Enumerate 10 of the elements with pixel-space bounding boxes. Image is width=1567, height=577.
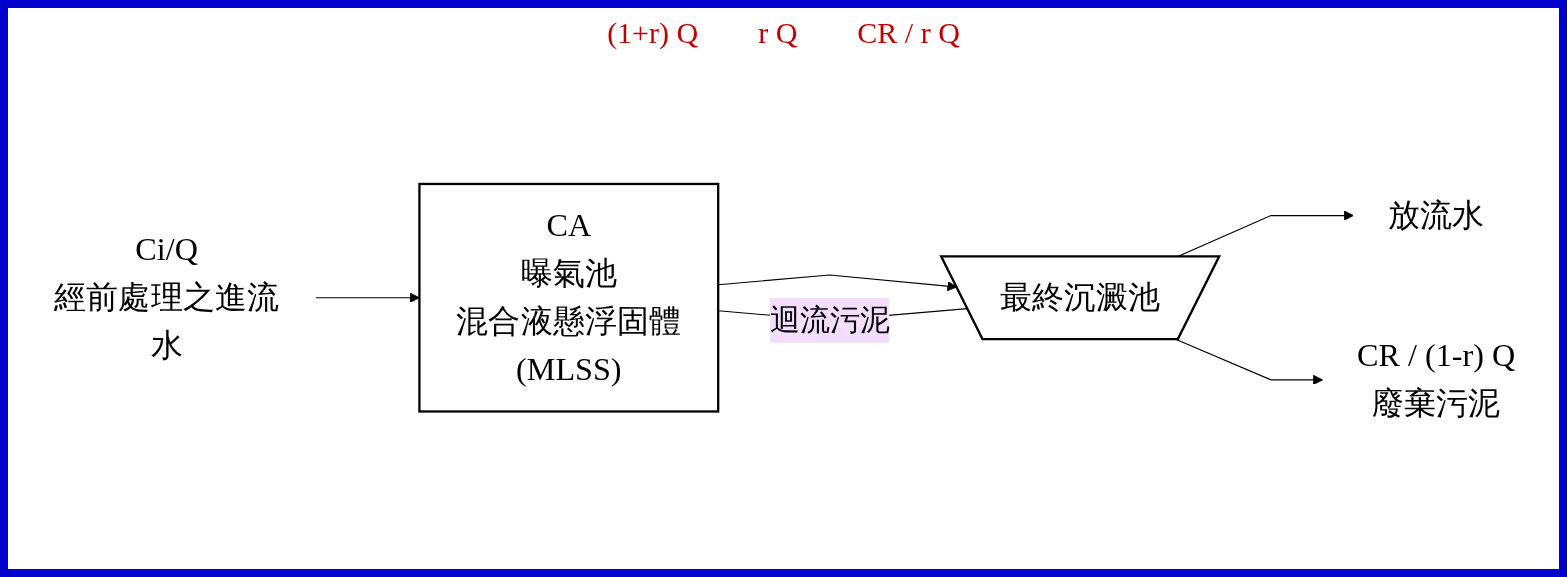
- flow-label: (1+r) Q: [607, 16, 699, 50]
- node-text: Ci/Q 經前處理之進流水: [54, 230, 280, 363]
- node-box: CA 曝氣池 混合液懸浮固體(MLSS): [418, 182, 720, 413]
- flow-label: CR / r Q: [857, 16, 960, 50]
- flow-label: r Q: [758, 16, 798, 50]
- arrow: [315, 292, 420, 303]
- arrow: [1176, 338, 1324, 385]
- node-text: 放流水: [1387, 196, 1485, 233]
- node-text: CR / (1-r) Q 廢棄污泥: [1357, 337, 1516, 421]
- edge-label: 迴流污泥: [769, 303, 890, 337]
